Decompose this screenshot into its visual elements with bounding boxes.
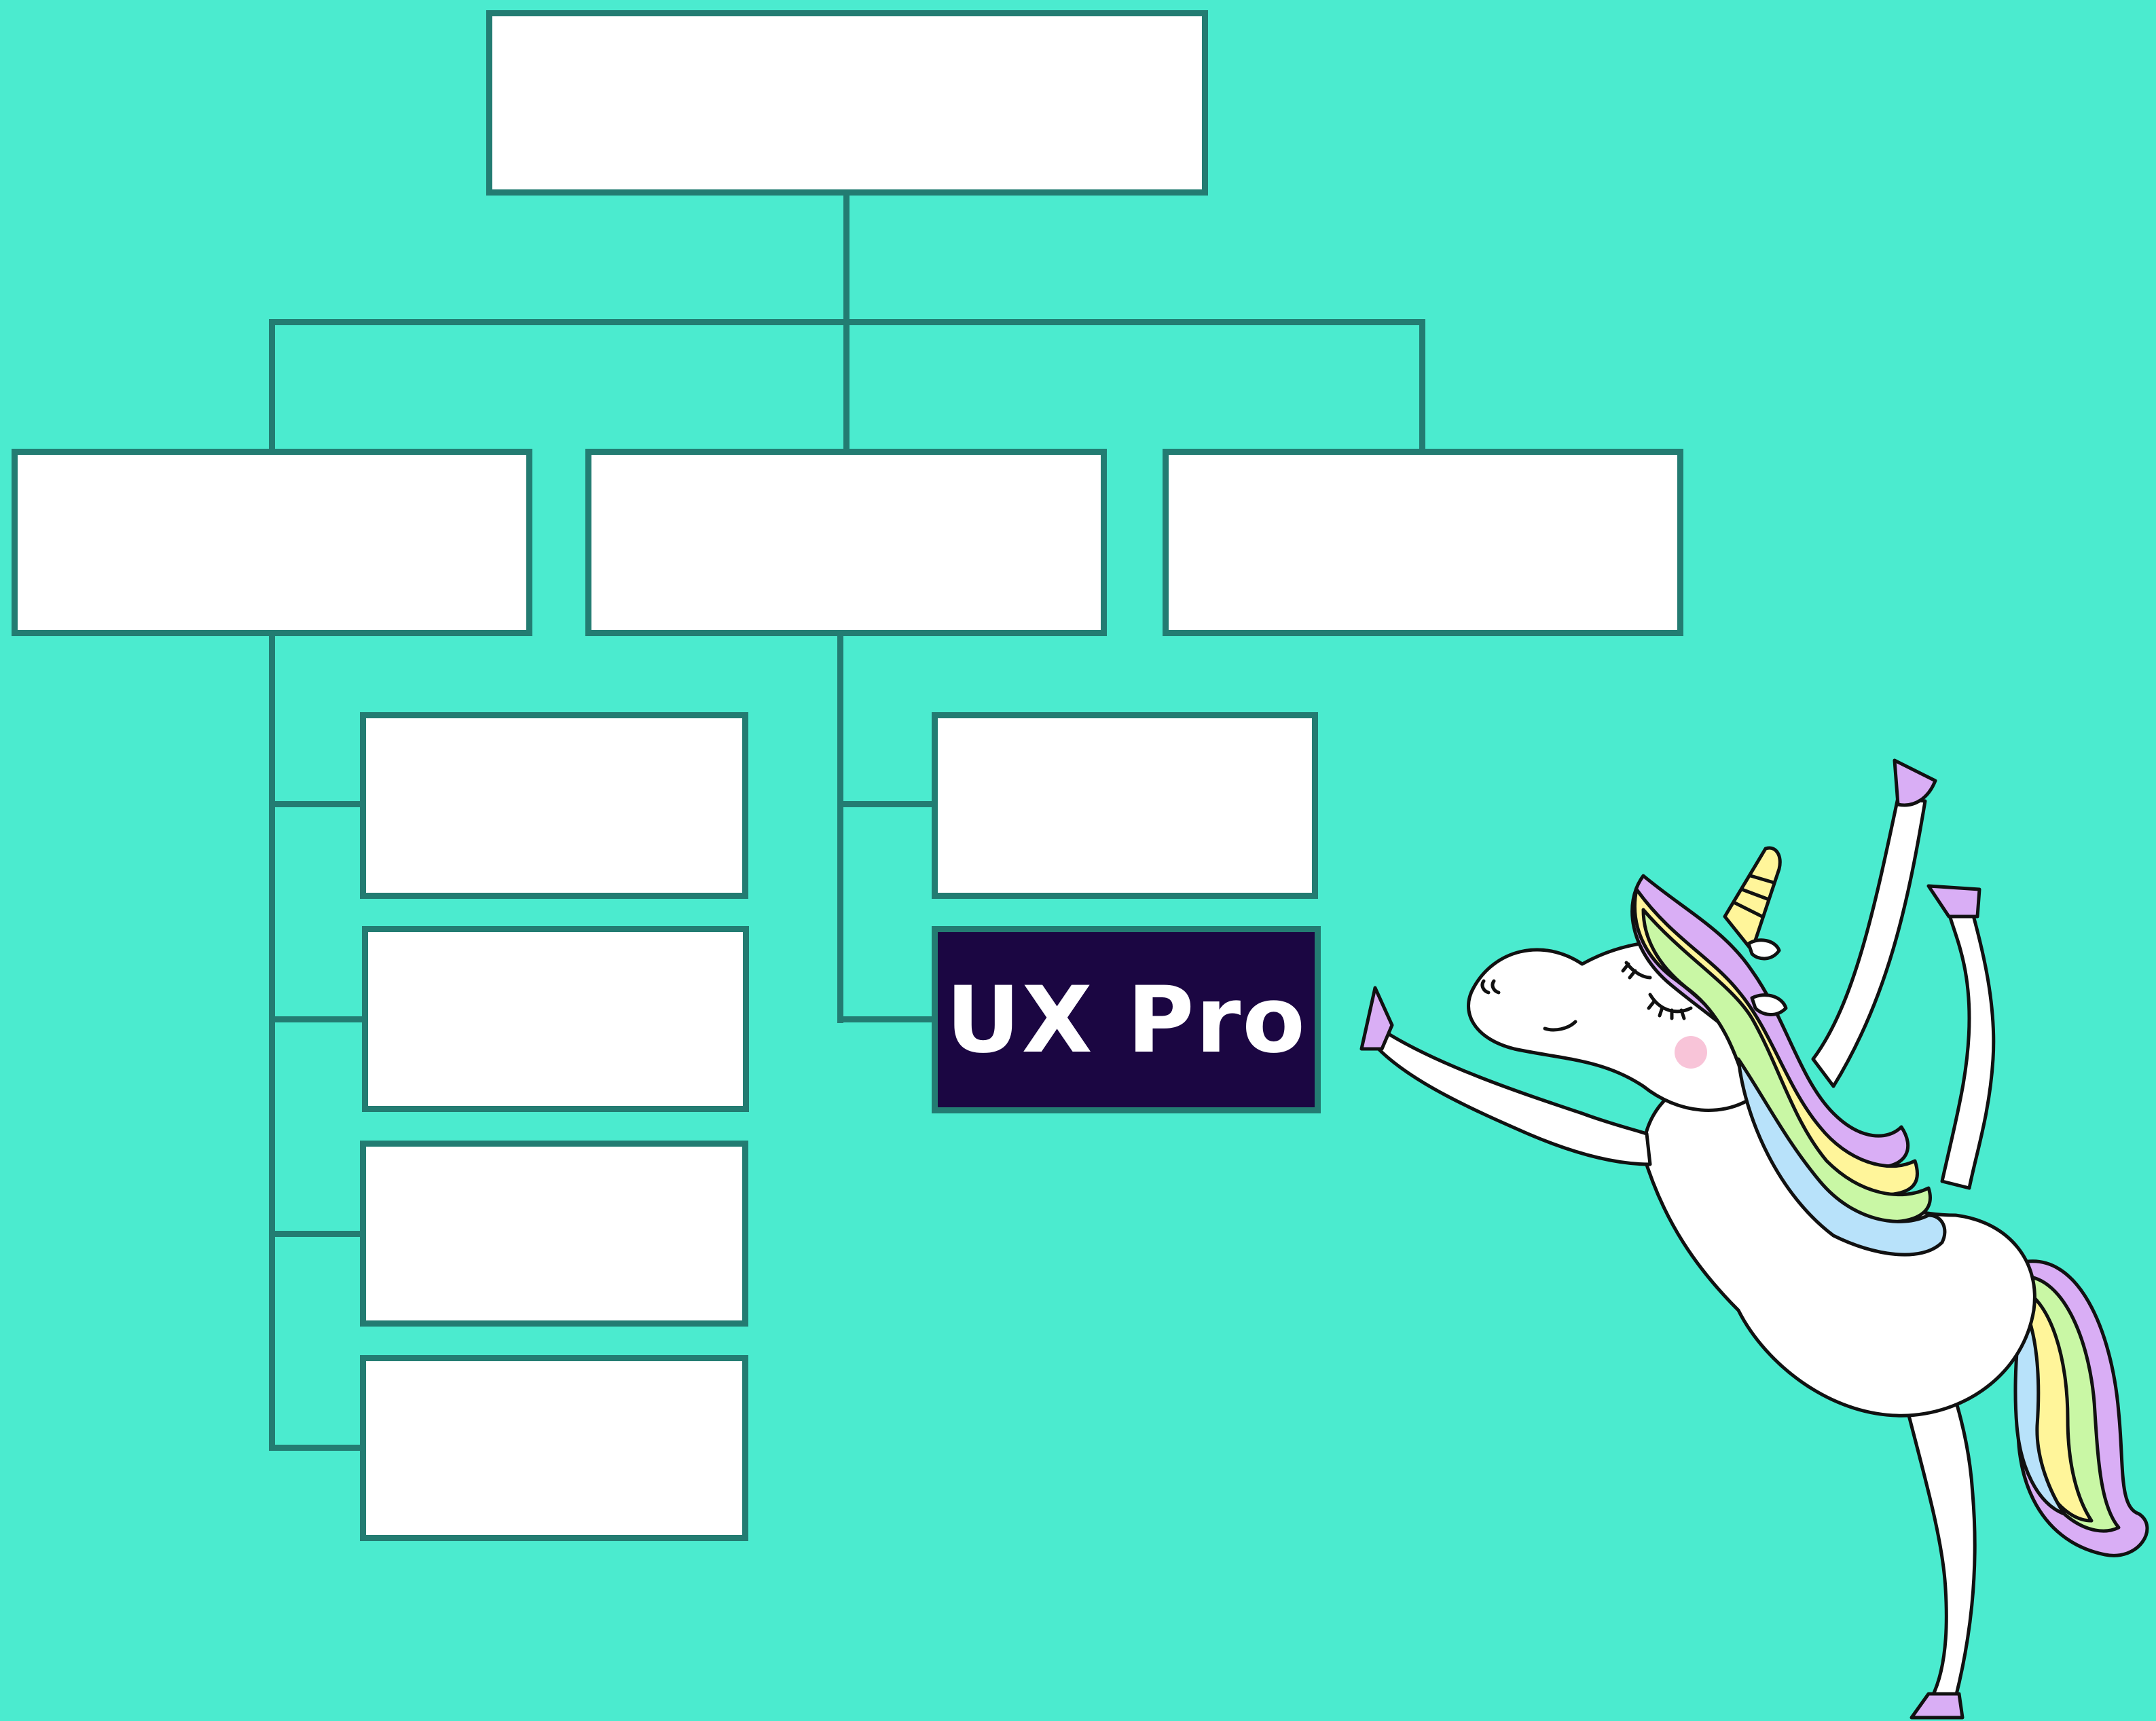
level1-box-right: [1163, 449, 1683, 636]
unicorn-hoof-back-arm: [1893, 758, 1937, 807]
connector-left-drop: [269, 319, 275, 451]
left-child-box-4: [360, 1355, 748, 1541]
ux-pro-box: UX Pro: [932, 926, 1321, 1113]
unicorn-tail: [2013, 1259, 2149, 1557]
unicorn-hoof-bottom: [1910, 1692, 1965, 1720]
left-child-box-1: [360, 712, 748, 899]
left-child-box-2: [362, 926, 749, 1112]
mid-child-box-1: [932, 712, 1318, 899]
connector-left-branch-2: [269, 1016, 364, 1022]
unicorn-cheek: [1675, 1036, 1707, 1069]
unicorn-hoof-front-arm: [1359, 986, 1394, 1051]
connector-mid-branch-1: [837, 801, 936, 807]
level1-box-left: [12, 449, 532, 636]
root-box: [486, 10, 1208, 196]
connector-left-branch-3: [269, 1231, 364, 1237]
unicorn-back-arm: [1811, 796, 1927, 1088]
unicorn-hoof-raised-leg: [1926, 884, 1981, 919]
connector-left-trunk: [269, 635, 275, 1449]
connector-mid-branch-2: [837, 1016, 936, 1022]
connector-right-drop: [1419, 319, 1425, 451]
connector-mid-drop: [843, 319, 849, 451]
ux-pro-label: UX Pro: [946, 966, 1307, 1073]
unicorn-mane: [1630, 874, 1947, 1257]
level1-box-center: [585, 449, 1107, 636]
connector-mid-trunk: [837, 635, 843, 1023]
unicorn-front-arm: [1376, 1030, 1652, 1166]
connector-left-branch-1: [269, 801, 364, 807]
connector-left-branch-4: [269, 1445, 364, 1451]
unicorn-horn: [1723, 846, 1782, 952]
connector-root-trunk: [843, 193, 849, 322]
left-child-box-3: [360, 1141, 748, 1327]
unicorn-raised-leg: [1940, 911, 1996, 1190]
